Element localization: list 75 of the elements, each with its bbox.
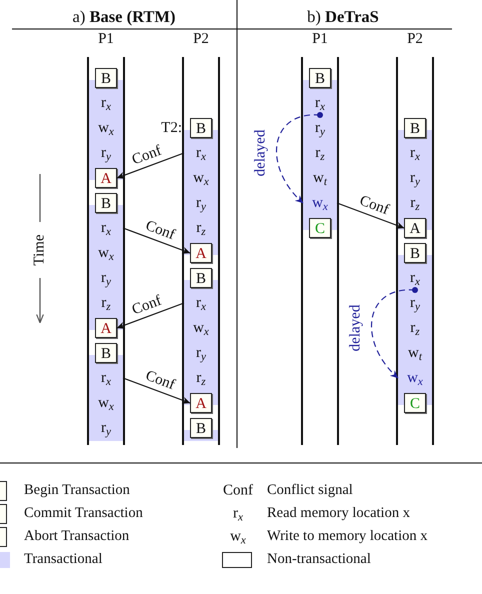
edge-label: delayed — [254, 130, 268, 176]
memory-operation: w$_{x}$ — [89, 116, 123, 140]
memory-operation: r$_{x}$ — [89, 366, 123, 390]
memory-operation: r$_{y}$ — [89, 141, 123, 165]
memory-operation: r$_{z}$ — [398, 316, 432, 340]
legend-text: Abort Transaction — [24, 529, 130, 544]
panel-heading: b) DeTraS — [307, 8, 379, 26]
memory-operation: w$_{t}$ — [398, 341, 432, 365]
axis-label: Time — [32, 234, 48, 266]
process-label: P2 — [192, 31, 210, 48]
end-marker: A — [404, 218, 426, 238]
end-marker: A — [95, 318, 117, 338]
arrow — [116, 152, 184, 179]
memory-operation: w$_{x}$ — [398, 366, 432, 390]
end-marker: A — [190, 243, 212, 263]
legend-text: Non-transactional — [267, 552, 371, 566]
memory-operation: r$_{z}$ — [89, 291, 123, 315]
edge-label: delayed — [348, 304, 364, 352]
begin-marker: B — [95, 343, 117, 363]
arrow — [116, 302, 184, 329]
memory-operation: w$_{x}$ — [89, 241, 123, 265]
panel-heading: a) Base (RTM) — [72, 8, 176, 26]
begin-marker: B — [404, 243, 426, 263]
memory-operation: r$_{x}$ — [89, 216, 123, 240]
legend-symbol: w$_{x}$ — [230, 530, 246, 544]
arrow — [122, 377, 190, 404]
memory-operation: r$_{y}$ — [89, 266, 123, 290]
memory-operation: r$_{x}$ — [398, 141, 432, 165]
memory-operation: w$_{x}$ — [89, 391, 123, 415]
memory-operation: r$_{x}$ — [184, 141, 218, 165]
memory-operation: r$_{y}$ — [184, 191, 218, 215]
legend-text: Transactional — [24, 552, 102, 566]
begin-marker: B — [190, 268, 212, 288]
memory-operation: r$_{z}$ — [303, 141, 337, 165]
memory-operation: w$_{t}$ — [303, 166, 337, 190]
end-marker: C — [309, 218, 331, 238]
memory-operation: w$_{x}$ — [303, 191, 337, 215]
legend-text: Conflict signal — [267, 483, 353, 498]
legend-text: Commit Transaction — [24, 506, 143, 520]
dashed-arrow — [276, 112, 323, 204]
memory-operation: r$_{x}$ — [184, 291, 218, 315]
memory-operation: r$_{x}$ — [398, 266, 432, 290]
arrow — [336, 202, 404, 229]
memory-operation: w$_{x}$ — [184, 166, 218, 190]
begin-marker: B — [95, 68, 117, 88]
legend-text: Write to memory location x — [267, 529, 428, 544]
memory-operation: r$_{z}$ — [184, 216, 218, 240]
legend-text: Begin Transaction — [24, 483, 130, 498]
dashed-arrow — [371, 287, 418, 378]
transaction-label: T2: — [161, 119, 182, 138]
begin-marker: B — [309, 68, 331, 88]
process-label: P1 — [311, 31, 329, 48]
end-marker: A — [190, 393, 212, 413]
memory-operation: r$_{x}$ — [89, 91, 123, 115]
memory-operation: r$_{y}$ — [398, 166, 432, 190]
legend-symbol: Conf — [223, 484, 253, 498]
arrow — [122, 227, 190, 254]
begin-marker: B — [404, 118, 426, 138]
memory-operation: r$_{y}$ — [398, 291, 432, 315]
legend-text: Read memory location x — [267, 506, 410, 520]
begin-marker: B — [190, 418, 212, 438]
memory-operation: r$_{z}$ — [184, 366, 218, 390]
process-label: P2 — [406, 31, 424, 48]
begin-marker: B — [190, 118, 212, 138]
memory-operation: r$_{z}$ — [398, 191, 432, 215]
memory-operation: r$_{x}$ — [303, 91, 337, 115]
memory-operation: r$_{y}$ — [303, 116, 337, 140]
process-label: P1 — [97, 31, 115, 48]
memory-operation: r$_{y}$ — [89, 416, 123, 440]
begin-marker: B — [95, 193, 117, 213]
end-marker: A — [95, 168, 117, 188]
memory-operation: w$_{x}$ — [184, 316, 218, 340]
legend-symbol: r$_{x}$ — [233, 506, 243, 522]
memory-operation: r$_{y}$ — [184, 341, 218, 365]
end-marker: C — [404, 393, 426, 413]
